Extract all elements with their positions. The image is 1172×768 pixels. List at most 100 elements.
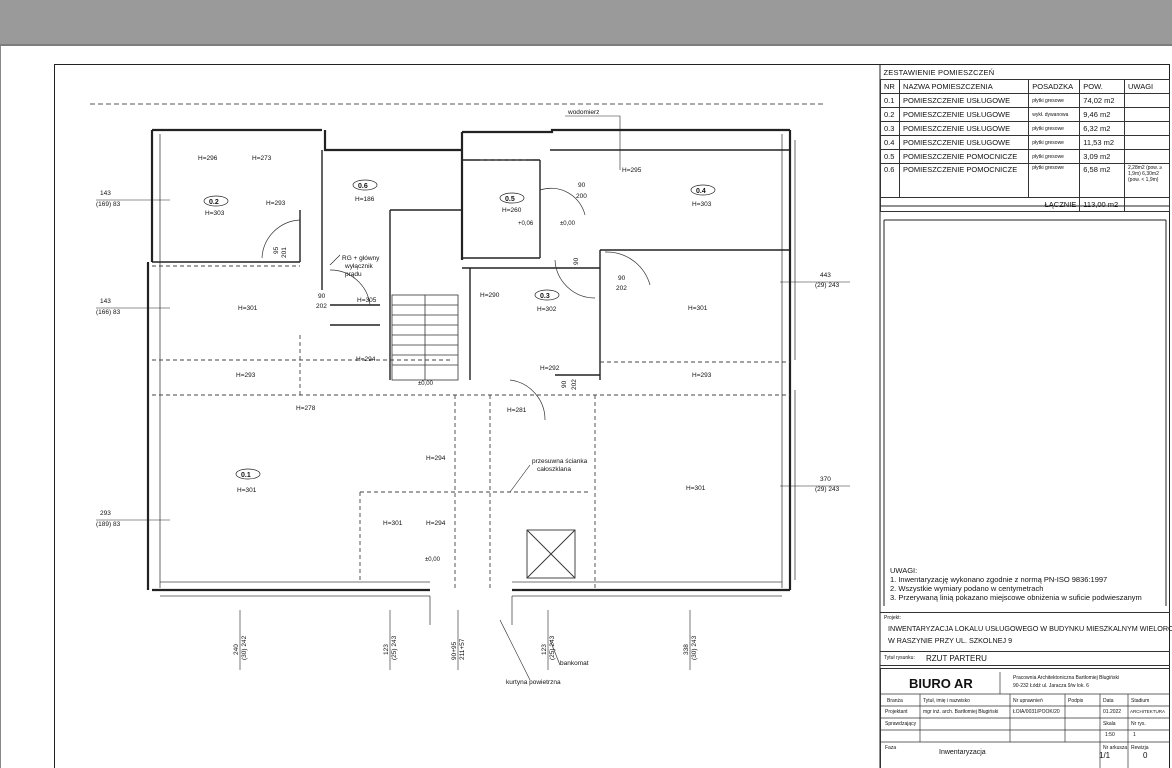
table-header: NAZWA POMIESZCZENIA	[899, 79, 1030, 94]
height: H=301	[237, 487, 257, 494]
page-value: 1/1	[1099, 751, 1111, 760]
height: H=302	[537, 306, 557, 313]
height: H=301	[686, 485, 706, 492]
dim: 240	[233, 644, 240, 655]
cell-area: 11,53 m2	[1079, 135, 1125, 150]
col-date: Data	[1103, 698, 1114, 704]
room-tag-05: 0.5	[505, 196, 515, 203]
rooms-table: ZESTAWIENIE POMIESZCZEŃ NR NAZWA POMIESZ…	[879, 66, 1170, 212]
cell-nr: 0.2	[879, 107, 901, 122]
dim: 202	[571, 379, 578, 390]
table-header: POW.	[1079, 79, 1125, 94]
project-block: Projekt: INWENTARYZACJA LOKALU USŁUGOWEG…	[880, 612, 1172, 652]
cell-floor: płytki gresowe	[1028, 163, 1081, 198]
table-row: 0.2 POMIESZCZENIE USŁUGOWE wykł. dywanow…	[879, 107, 1170, 122]
height: H=301	[383, 520, 403, 527]
dim: (189) 83	[96, 521, 121, 528]
dim: (29) 243	[815, 486, 840, 493]
table-header: UWAGI	[1124, 79, 1170, 94]
office-name: BIURO AR	[909, 676, 973, 691]
room-tag-03: 0.3	[540, 293, 550, 300]
cell-note	[1124, 135, 1170, 150]
height: H=305	[357, 297, 377, 304]
dim: 370	[820, 476, 831, 483]
cell-name: POMIESZCZENIE USŁUGOWE	[899, 121, 1030, 136]
outer-walls	[146, 128, 792, 592]
dimension-lines	[96, 199, 850, 670]
table-row: 0.5 POMIESZCZENIE POMOCNICZE płytki gres…	[879, 149, 1170, 164]
dim: 338	[683, 644, 690, 655]
title-stamp: BIURO AR Pracownia Architektoniczna Bart…	[880, 668, 1170, 768]
height: H=260	[502, 207, 522, 214]
phase-value: Inwentaryzacja	[939, 749, 986, 756]
wall-double-lines	[159, 134, 796, 597]
cell-note	[1124, 149, 1170, 164]
label-wylacznik: wyłącznik	[344, 263, 374, 270]
office-line2: 90-232 Łódź ul. Jaracza 9/w lok. 6	[1013, 683, 1089, 689]
dim: 201	[281, 247, 288, 258]
dim: 293	[100, 510, 111, 517]
cell-name: POMIESZCZENIE USŁUGOWE	[899, 93, 1030, 108]
table-header: NR	[879, 79, 901, 94]
cell-area: 74,02 m2	[1079, 93, 1125, 108]
rev-value: 0	[1143, 751, 1148, 760]
room-tag-04: 0.4	[696, 188, 706, 195]
project-label: Projekt:	[884, 615, 901, 621]
sheet-title-block: Tytuł rysunku: RZUT PARTERU	[880, 652, 1170, 666]
note-item: 1. Inwentaryzację wykonano zgodnie z nor…	[890, 575, 1108, 584]
interior-walls	[152, 149, 790, 380]
dim: 90+95	[451, 641, 458, 660]
dim: (25) 243	[549, 635, 556, 660]
dim: 90	[618, 275, 626, 282]
dim: 143	[100, 298, 111, 305]
height: H=303	[692, 201, 712, 208]
scale-label: Skala	[1103, 721, 1116, 727]
stairs	[391, 294, 459, 381]
height: H=293	[236, 372, 256, 379]
cell-floor: płytki gresowe	[1028, 93, 1081, 108]
level: +0,06	[518, 221, 534, 227]
label-scianka1: przesuwna ścianka	[532, 458, 588, 465]
label-rg: RG + główny	[342, 255, 380, 262]
cell-floor: płytki gresowe	[1028, 149, 1081, 164]
label-scianka2: całoszklana	[537, 466, 571, 473]
atm-box	[526, 529, 576, 579]
dim: (25) 243	[391, 635, 398, 660]
phase-label: Faza	[885, 745, 897, 751]
notes-block: UWAGI: 1. Inwentaryzację wykonano zgodni…	[890, 566, 1142, 602]
dim: 90	[578, 182, 586, 189]
project-line1: INWENTARYZACJA LOKALU USŁUGOWEGO W BUDYN…	[888, 624, 1172, 633]
dim: 123	[541, 644, 548, 655]
plan-labels: wodomierz RG + główny wyłącznik prądu pr…	[342, 109, 599, 686]
dim: (30) 243	[691, 635, 698, 660]
cell-nr: 0.5	[879, 149, 901, 164]
height: H=301	[688, 305, 708, 312]
total-label: ŁĄCZNIE	[879, 197, 1081, 212]
room-tags: 0.2 0.6 0.5 0.4 0.3 0.1	[203, 179, 716, 480]
col-branch: Branża	[887, 698, 903, 704]
note-item: 3. Przerywaną linią pokazano miejscowe o…	[890, 593, 1142, 602]
dim: (166) 83	[96, 309, 121, 316]
level: ±0,00	[425, 557, 441, 563]
door-swings	[261, 187, 651, 625]
height: H=292	[540, 365, 560, 372]
height: H=290	[480, 292, 500, 299]
cell-name: POMIESZCZENIE POMOCNICZE	[899, 149, 1030, 164]
cell-note	[1124, 93, 1170, 108]
sheetno-value: 1	[1133, 732, 1136, 738]
page-label: Nr arkusza	[1103, 745, 1128, 751]
cell-floor: płytki gresowe	[1028, 121, 1081, 136]
dim: 95	[273, 246, 280, 254]
dim: 123	[383, 644, 390, 655]
level: ±0,00	[418, 381, 434, 387]
scale-value: 1:50	[1105, 732, 1115, 738]
dim: (30) 242	[241, 635, 248, 660]
cell-name: POMIESZCZENIE POMOCNICZE	[899, 163, 1030, 198]
cell-note	[1124, 121, 1170, 136]
table-row: 0.3 POMIESZCZENIE USŁUGOWE płytki gresow…	[879, 121, 1170, 136]
label-kurtyna: kurtyna powietrzna	[506, 679, 561, 686]
dim: (169) 83	[96, 201, 121, 208]
table-title: ZESTAWIENIE POMIESZCZEŃ	[880, 66, 1170, 80]
table-row: 0.1 POMIESZCZENIE USŁUGOWE płytki gresow…	[879, 93, 1170, 108]
height: H=293	[692, 372, 712, 379]
